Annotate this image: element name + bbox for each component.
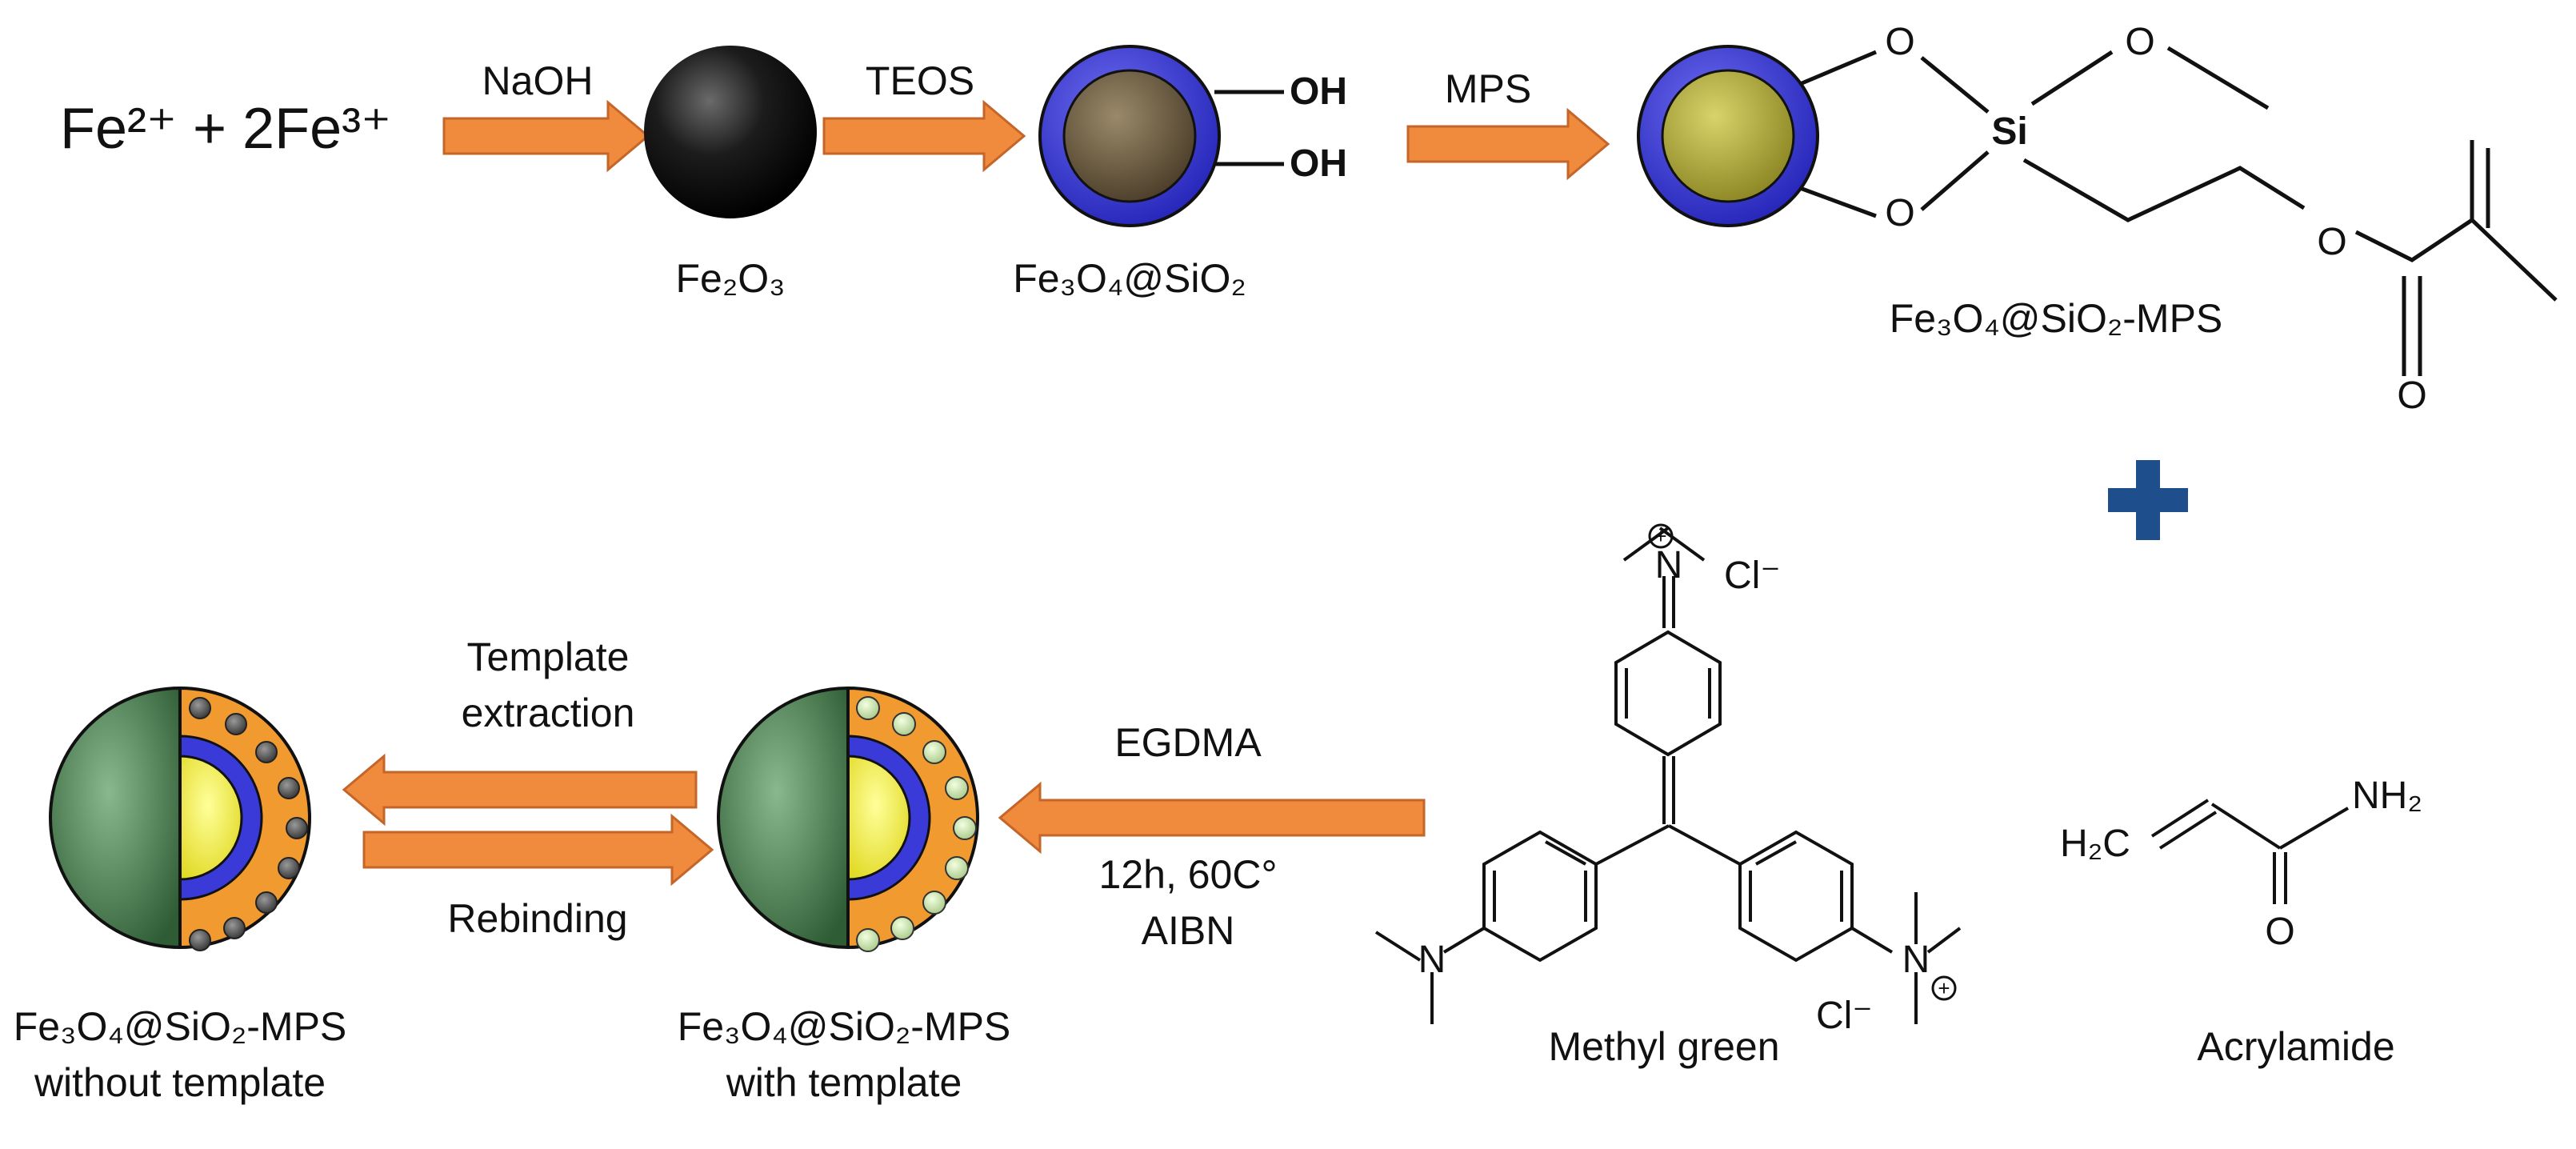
without-template-label-line1: Fe₃O₄@SiO₂-MPS xyxy=(14,1004,347,1049)
oxygen-atom-lower: O xyxy=(1885,192,1914,234)
fe2o3-particle xyxy=(644,46,817,218)
mps-linker-structure xyxy=(1799,46,2558,376)
egdma-arrow xyxy=(998,781,1426,855)
acrylamide-h2c: H₂C xyxy=(2060,823,2130,865)
egdma-label: EGDMA xyxy=(1114,720,1262,765)
mps-arrow xyxy=(1406,107,1610,181)
naoh-arrow xyxy=(442,99,650,173)
oh-group-bottom: OH xyxy=(1290,142,1347,185)
conditions-label-line1: 12h, 60C° xyxy=(1099,852,1278,897)
acrylamide-oxygen: O xyxy=(2265,911,2294,953)
fe3o4-sio2-mps-label: Fe₃O₄@SiO₂-MPS xyxy=(1890,296,2223,341)
ester-oxygen-atom: O xyxy=(2317,221,2346,263)
methyl-green-label: Methyl green xyxy=(1548,1024,1779,1069)
top-charge-circle xyxy=(1648,523,1674,549)
with-template-label-line1: Fe₃O₄@SiO₂-MPS xyxy=(678,1004,1011,1049)
template-extraction-label-line1: Template xyxy=(467,635,630,679)
silicon-atom: Si xyxy=(1991,110,2027,153)
fe2o3-label: Fe₂O₃ xyxy=(675,256,785,301)
rebinding-arrow xyxy=(362,813,714,887)
particle-without-template xyxy=(49,686,311,951)
methyl-green-structure xyxy=(1374,526,1962,1024)
acrylamide-structure xyxy=(2150,799,2350,904)
right-charge-circle xyxy=(1931,975,1957,1001)
chloride-ion-bottom: Cl⁻ xyxy=(1816,995,1873,1037)
rebinding-label: Rebinding xyxy=(447,896,627,941)
carbonyl-oxygen-atom: O xyxy=(2397,374,2426,417)
template-extraction-arrow xyxy=(342,753,698,827)
oh-group-top: OH xyxy=(1290,70,1347,113)
fe3o4-sio2-particle xyxy=(1038,45,1284,227)
plus-sign-icon xyxy=(2108,460,2188,540)
methyl-green-right-nitrogen: N xyxy=(1902,939,1930,981)
without-template-label-line2: without template xyxy=(34,1060,326,1105)
template-extraction-label-line2: extraction xyxy=(462,691,635,735)
methyl-green-left-nitrogen: N xyxy=(1418,939,1446,981)
teos-label: TEOS xyxy=(866,58,974,103)
methoxy-oxygen-atom: O xyxy=(2125,21,2154,63)
fe3o4-sio2-mps-particle xyxy=(1637,45,1819,227)
oxygen-atom-upper: O xyxy=(1885,21,1914,63)
top-charge-plus: + xyxy=(1654,524,1666,548)
mps-label: MPS xyxy=(1445,66,1531,111)
acrylamide-label: Acrylamide xyxy=(2197,1024,2394,1069)
fe3o4-sio2-label: Fe₃O₄@SiO₂ xyxy=(1013,256,1246,301)
naoh-label: NaOH xyxy=(482,58,594,103)
with-template-label-line2: with template xyxy=(726,1060,962,1105)
teos-arrow xyxy=(822,99,1026,173)
reactants-label: Fe²⁺ + 2Fe³⁺ xyxy=(60,97,391,161)
methyl-green-top-nitrogen: N xyxy=(1655,544,1683,587)
acrylamide-nh2: NH₂ xyxy=(2352,775,2422,817)
particle-with-template xyxy=(717,686,979,952)
right-charge-plus: + xyxy=(1938,976,1950,1000)
conditions-label-line2: AIBN xyxy=(1142,908,1235,953)
chloride-ion-top: Cl⁻ xyxy=(1724,554,1781,597)
